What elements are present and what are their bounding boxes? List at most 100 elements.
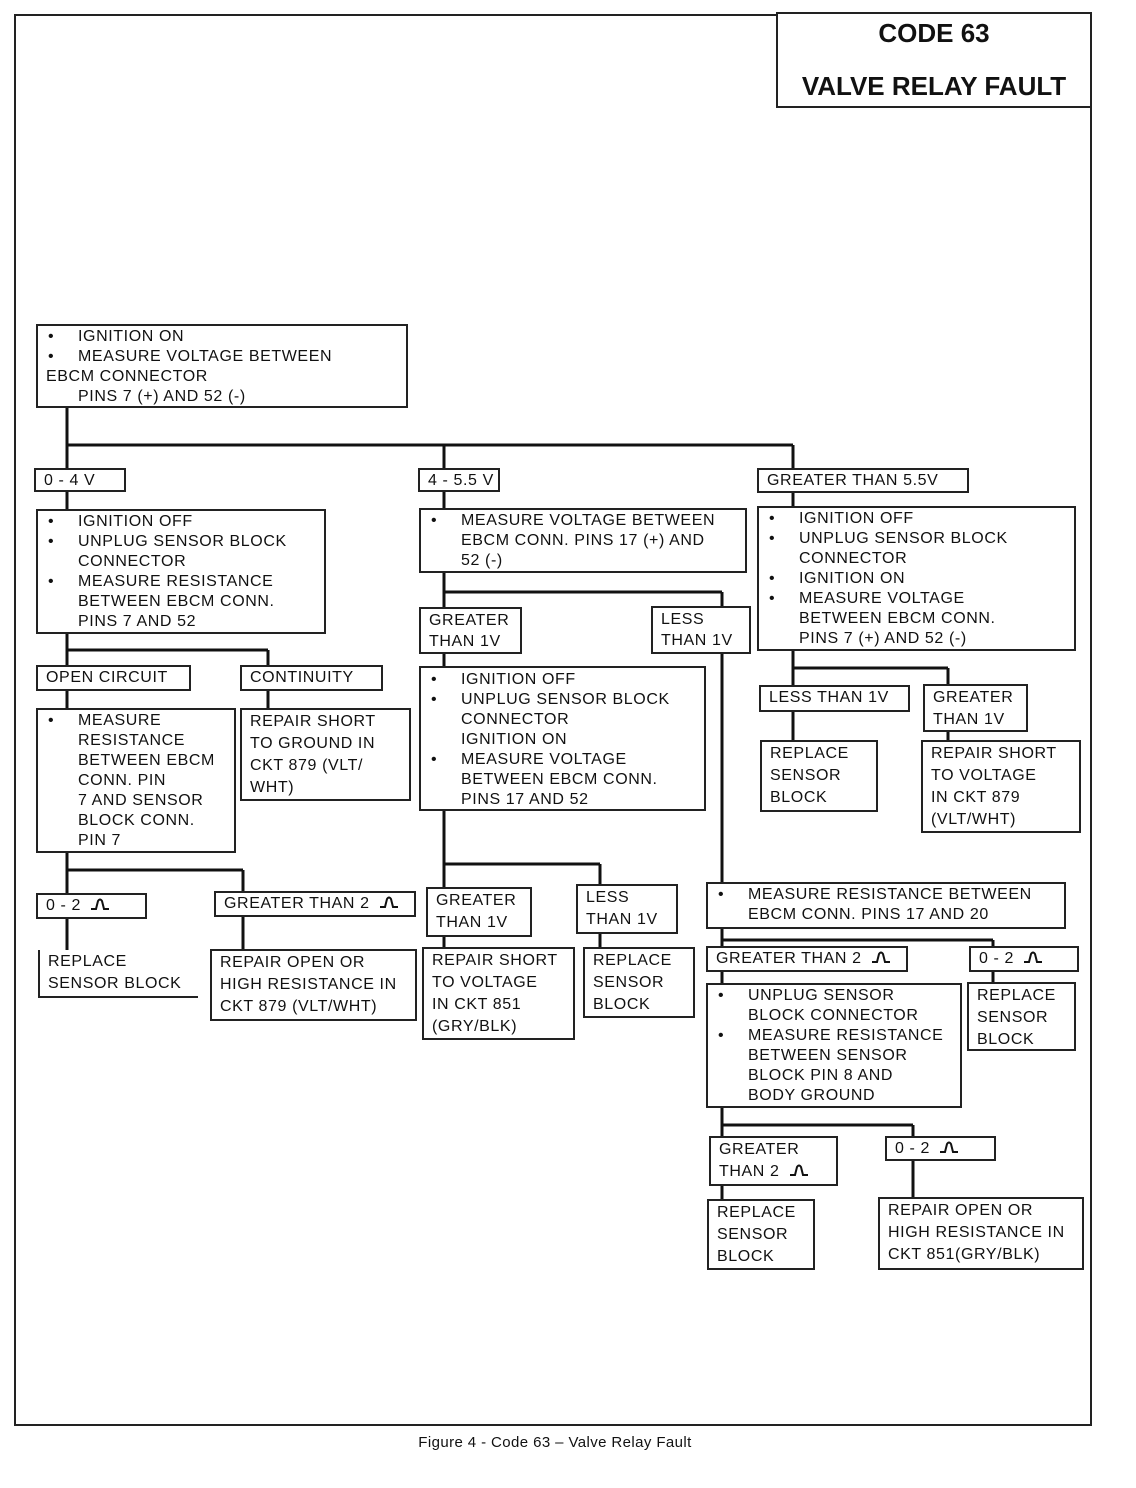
ohm-symbol-icon <box>379 894 399 914</box>
branch2-res-low-result-box: REPLACE SENSOR BLOCK <box>967 982 1076 1051</box>
branch2-res-bullet-1: MEASURE RESISTANCE BETWEEN <box>716 885 1056 905</box>
branch2-gnd-high-line-2: THAN 2 <box>719 1161 828 1183</box>
branch3-label: GREATER THAN 5.5V <box>757 468 969 493</box>
branch3-line-4a: BETWEEN EBCM CONN. <box>799 610 996 627</box>
branch2-lt2-line-2: THAN 1V <box>586 911 658 928</box>
branch2-gnd-bullet-2: MEASURE RESISTANCE <box>716 1026 952 1046</box>
branch2-gnd-low-result-line-1: REPAIR OPEN OR <box>888 1202 1034 1219</box>
branch1-continuity-label: CONTINUITY <box>240 665 383 691</box>
branch2-gnd-high-text: THAN 2 <box>719 1163 780 1180</box>
branch2-less-label: LESS THAN 1V <box>651 606 751 654</box>
branch1-high-result-box: REPAIR OPEN OR HIGH RESISTANCE IN CKT 87… <box>210 949 417 1021</box>
branch2-ground-step-box: UNPLUG SENSOR BLOCK CONNECTOR MEASURE RE… <box>706 983 962 1108</box>
ohm-symbol-icon <box>939 1139 959 1159</box>
branch2-step-box: MEASURE VOLTAGE BETWEEN EBCM CONN. PINS … <box>419 508 747 573</box>
branch3-gt-result-line-2: TO VOLTAGE <box>931 767 1037 784</box>
branch2-gt-line-3a: BETWEEN EBCM CONN. <box>461 771 658 788</box>
branch3-step-box: IGNITION OFF UNPLUG SENSOR BLOCK CONNECT… <box>757 506 1076 651</box>
branch2-gnd-high-result-line-1: REPLACE <box>717 1204 796 1221</box>
ohm-symbol-icon <box>90 896 110 916</box>
branch2-less2-label: LESS THAN 1V <box>576 884 678 934</box>
branch3-gt-result-line-1: REPAIR SHORT <box>931 745 1057 762</box>
start-bullet-1: IGNITION ON <box>46 327 398 347</box>
branch2-gt-bullet-1: IGNITION OFF <box>429 670 696 690</box>
branch1-open-line-1: RESISTANCE <box>78 732 186 749</box>
branch1-bullet-2: UNPLUG SENSOR BLOCK <box>46 532 316 552</box>
branch2-gnd-bullet-1: UNPLUG SENSOR <box>716 986 952 1006</box>
branch2-gnd-high-label: GREATER THAN 2 <box>709 1136 838 1186</box>
branch2-gt-line-2b: IGNITION ON <box>461 731 568 748</box>
branch2-gnd-low-result-line-3: CKT 851(GRY/BLK) <box>888 1246 1041 1263</box>
branch1-open-line-6: PIN 7 <box>78 832 122 849</box>
branch1-cont-line-2: TO GROUND IN <box>250 735 376 752</box>
branch3-lt-result-line-2: SENSOR <box>770 767 842 784</box>
branch2-lt2-result-line-3: BLOCK <box>593 996 651 1013</box>
branch2-gt-line-2: THAN 1V <box>429 633 501 650</box>
branch1-step-box: IGNITION OFF UNPLUG SENSOR BLOCK CONNECT… <box>36 509 326 634</box>
start-line-2b: PINS 7 (+) AND 52 (-) <box>78 388 246 405</box>
branch1-open-line-4: 7 AND SENSOR <box>78 792 204 809</box>
branch2-lt2-result-line-1: REPLACE <box>593 952 672 969</box>
branch2-gt-step-box: IGNITION OFF UNPLUG SENSOR BLOCK CONNECT… <box>419 666 706 811</box>
branch1-cont-line-1: REPAIR SHORT <box>250 713 376 730</box>
ohm-symbol-icon <box>1023 949 1043 969</box>
branch2-gt-line-1: GREATER <box>429 612 510 629</box>
branch1-high-result-line-2: HIGH RESISTANCE IN <box>220 976 397 993</box>
branch2-res-high-text: GREATER THAN 2 <box>716 950 862 967</box>
branch2-gt2-result-line-1: REPAIR SHORT <box>432 952 558 969</box>
branch1-high-text: GREATER THAN 2 <box>224 895 370 912</box>
title-box: CODE 63 VALVE RELAY FAULT <box>776 12 1092 108</box>
branch2-gnd-line-1a: BLOCK CONNECTOR <box>748 1007 919 1024</box>
page-frame <box>14 14 1092 1426</box>
branch1-line-2a: CONNECTOR <box>78 553 187 570</box>
branch2-gt2-result-line-2: TO VOLTAGE <box>432 974 538 991</box>
branch2-gnd-low-result-box: REPAIR OPEN OR HIGH RESISTANCE IN CKT 85… <box>878 1197 1084 1270</box>
branch3-line-4b: PINS 7 (+) AND 52 (-) <box>799 630 967 647</box>
branch2-resistance-step-box: MEASURE RESISTANCE BETWEEN EBCM CONN. PI… <box>706 882 1066 929</box>
branch3-bullet-1: IGNITION OFF <box>767 509 1066 529</box>
branch2-res-low-result-line-2: SENSOR <box>977 1009 1049 1026</box>
start-bullet-2: MEASURE VOLTAGE BETWEEN <box>46 347 398 367</box>
branch2-line-1b: 52 (-) <box>461 552 503 569</box>
branch2-gnd-high-result-line-3: BLOCK <box>717 1248 775 1265</box>
branch3-gt-result-line-4: (VLT/WHT) <box>931 811 1017 828</box>
branch3-greater-label: GREATER THAN 1V <box>923 684 1028 732</box>
branch2-lt2-line-1: LESS <box>586 889 630 906</box>
branch2-gt2-result-line-4: (GRY/BLK) <box>432 1018 518 1035</box>
branch1-high-result-line-3: CKT 879 (VLT/WHT) <box>220 998 378 1015</box>
branch1-open-line-3: CONN. PIN <box>78 772 167 789</box>
branch2-gnd-high-result-box: REPLACE SENSOR BLOCK <box>707 1199 815 1270</box>
branch2-res-low-label: 0 - 2 <box>969 946 1079 972</box>
branch2-res-low-result-line-1: REPLACE <box>977 987 1056 1004</box>
branch2-res-low-result-line-3: BLOCK <box>977 1031 1035 1048</box>
branch1-low-result-box: REPLACE SENSOR BLOCK <box>38 950 198 998</box>
branch2-gt2-line-1: GREATER <box>436 892 517 909</box>
branch2-lt2-result-line-2: SENSOR <box>593 974 665 991</box>
branch1-low-result-line-2: SENSOR BLOCK <box>48 975 182 992</box>
branch1-low-result-line-1: REPLACE <box>48 953 127 970</box>
branch1-bullet-1: IGNITION OFF <box>46 512 316 532</box>
branch2-gnd-high-line-1: GREATER <box>719 1141 800 1158</box>
branch2-res-line-1a: EBCM CONN. PINS 17 AND 20 <box>748 906 989 923</box>
branch2-bullet-1: MEASURE VOLTAGE BETWEEN <box>429 511 737 531</box>
start-step-box: IGNITION ON MEASURE VOLTAGE BETWEEN EBCM… <box>36 324 408 408</box>
branch1-cont-line-3: CKT 879 (VLT/ <box>250 757 364 774</box>
branch2-gnd-low-text: 0 - 2 <box>895 1140 931 1157</box>
branch2-gt-bullet-3: MEASURE VOLTAGE <box>429 750 696 770</box>
branch2-res-low-text: 0 - 2 <box>979 950 1015 967</box>
branch2-gt-line-3b: PINS 17 AND 52 <box>461 791 589 808</box>
ohm-symbol-icon <box>871 949 891 969</box>
branch1-bullet-3: MEASURE RESISTANCE <box>46 572 316 592</box>
page-frame-top <box>14 14 776 16</box>
figure-caption: Figure 4 - Code 63 – Valve Relay Fault <box>418 1434 692 1451</box>
branch2-greater2-label: GREATER THAN 1V <box>426 887 532 937</box>
branch2-label: 4 - 5.5 V <box>418 468 500 492</box>
branch2-gt-bullet-2: UNPLUG SENSOR BLOCK <box>429 690 696 710</box>
branch1-continuity-result-box: REPAIR SHORT TO GROUND IN CKT 879 (VLT/ … <box>240 708 411 801</box>
branch1-label: 0 - 4 V <box>34 468 126 492</box>
branch3-bullet-2: UNPLUG SENSOR BLOCK <box>767 529 1066 549</box>
branch1-open-line-5: BLOCK CONN. <box>78 812 195 829</box>
branch3-gt-line-2: THAN 1V <box>933 711 1005 728</box>
branch1-line-3b: PINS 7 AND 52 <box>78 613 197 630</box>
